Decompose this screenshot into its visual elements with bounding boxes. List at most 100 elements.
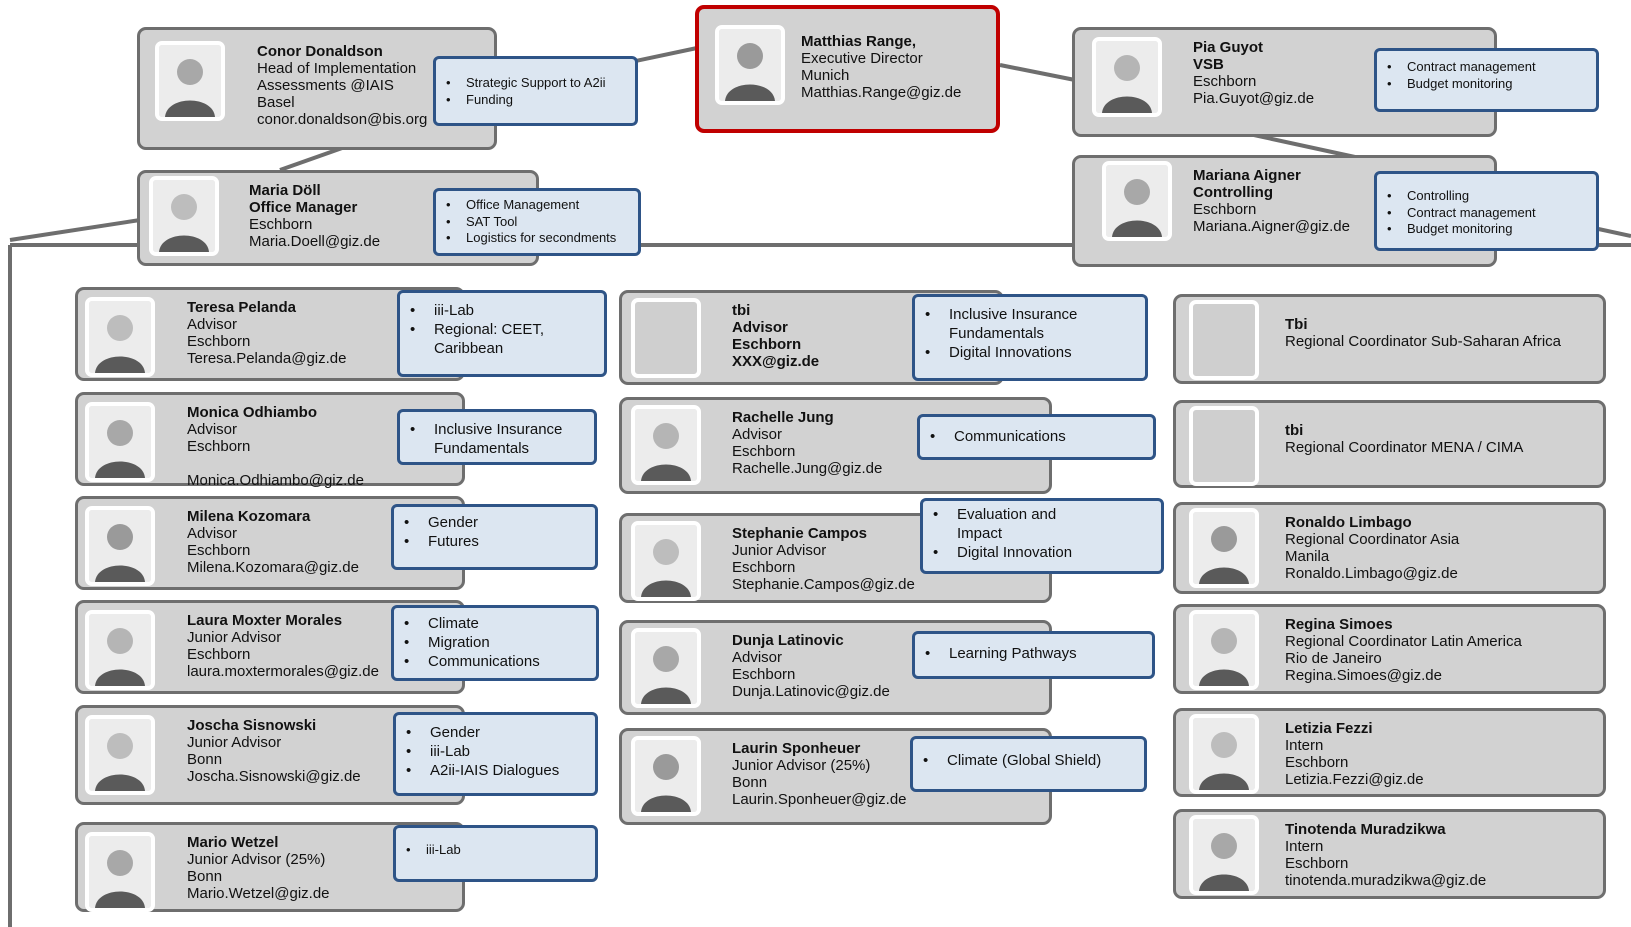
- profile-photo: [85, 506, 155, 586]
- person-detail: Intern: [1285, 838, 1324, 855]
- person-detail: Regional Coordinator Asia: [1285, 531, 1460, 548]
- person-name: Monica Odhiambo: [187, 404, 318, 421]
- person-detail: Regional Coordinator MENA / CIMA: [1285, 439, 1524, 456]
- person-name: Letizia Fezzi: [1285, 720, 1373, 737]
- profile-photo: [631, 521, 701, 601]
- person-name: Laurin Sponheuer: [732, 740, 861, 757]
- person-name: Regina Simoes: [1285, 616, 1393, 633]
- person-detail: Advisor: [732, 649, 783, 666]
- person-name: tbi: [1285, 422, 1304, 439]
- person-name: Tinotenda Muradzikwa: [1285, 821, 1446, 838]
- profile-photo: [1102, 161, 1172, 241]
- responsibilities-box: Evaluation and ImpactDigital Innovation: [920, 498, 1164, 574]
- responsibilities-box: ClimateMigrationCommunications: [391, 605, 599, 681]
- profile-photo: [1189, 610, 1259, 690]
- person-detail: Advisor: [732, 426, 783, 443]
- responsibilities-box: ControllingContract managementBudget mon…: [1374, 171, 1599, 251]
- responsibilities-box: Office ManagementSAT ToolLogistics for s…: [433, 188, 641, 256]
- photo-placeholder: [631, 298, 701, 378]
- person-name: Dunja Latinovic: [732, 632, 844, 649]
- responsibilities-list: Inclusive Insurance FundamentalsDigital …: [915, 305, 1145, 362]
- responsibilities-box: Contract managementBudget monitoring: [1374, 48, 1599, 112]
- responsibilities-list: Evaluation and ImpactDigital Innovation: [923, 505, 1161, 562]
- person-role: XXX@giz.de: [732, 353, 820, 370]
- responsibility-item: A2ii-IAIS Dialogues: [396, 761, 595, 780]
- person-detail: Eschborn: [187, 542, 251, 559]
- responsibility-item: Controlling: [1377, 188, 1596, 205]
- person-role: Advisor: [732, 319, 788, 336]
- person-name: Tbi: [1285, 316, 1308, 333]
- person-detail: Manila: [1285, 548, 1330, 565]
- person-detail: Regional Coordinator Latin America: [1285, 633, 1522, 650]
- person-detail: Regina.Simoes@giz.de: [1285, 667, 1442, 684]
- person-name: Pia Guyot: [1193, 39, 1264, 56]
- person-detail: Pia.Guyot@giz.de: [1193, 90, 1315, 107]
- responsibilities-box: Climate (Global Shield): [910, 736, 1147, 792]
- person-detail: laura.moxtermorales@giz.de: [187, 663, 379, 680]
- responsibilities-list: Inclusive Insurance Fundamentals: [400, 420, 594, 458]
- responsibility-item: Contract management: [1377, 59, 1596, 76]
- person-role: Eschborn: [732, 336, 802, 353]
- person-detail: Eschborn: [249, 216, 313, 233]
- person-detail: Advisor: [187, 316, 238, 333]
- responsibilities-box: Learning Pathways: [912, 631, 1155, 679]
- person-role: Office Manager: [249, 199, 358, 216]
- person-name: Maria Döll: [249, 182, 321, 199]
- person-name: Teresa Pelanda: [187, 299, 296, 316]
- responsibility-item: Budget monitoring: [1377, 221, 1596, 238]
- profile-photo: [149, 176, 219, 256]
- responsibility-item: Migration: [394, 633, 596, 652]
- person-detail: Maria.Doell@giz.de: [249, 233, 381, 250]
- photo-placeholder: [1189, 300, 1259, 380]
- person-detail: Rachelle.Jung@giz.de: [732, 460, 883, 477]
- profile-photo: [1189, 815, 1259, 895]
- responsibility-item: Digital Innovations: [915, 343, 1145, 362]
- person-detail: Teresa.Pelanda@giz.de: [187, 350, 347, 367]
- responsibilities-list: ControllingContract managementBudget mon…: [1377, 188, 1596, 238]
- responsibility-item: Regional: CEET, Caribbean: [400, 320, 604, 358]
- person-detail: Assessments @IAIS: [257, 77, 394, 94]
- responsibilities-list: Communications: [920, 427, 1153, 446]
- person-detail: Eschborn: [1193, 201, 1257, 218]
- profile-photo: [631, 628, 701, 708]
- profile-photo: [85, 297, 155, 377]
- responsibilities-list: ClimateMigrationCommunications: [394, 614, 596, 671]
- responsibility-item: SAT Tool: [436, 214, 638, 231]
- profile-photo: [85, 610, 155, 690]
- person-detail: Advisor: [187, 421, 238, 438]
- responsibility-item: Strategic Support to A2ii: [436, 75, 635, 92]
- photo-placeholder: [1189, 406, 1259, 486]
- responsibilities-box: Communications: [917, 414, 1156, 460]
- responsibility-item: Inclusive Insurance Fundamentals: [915, 305, 1145, 343]
- responsibility-item: iii-Lab: [396, 842, 595, 859]
- person-detail: Intern: [1285, 737, 1324, 754]
- person-detail: Eschborn: [1193, 73, 1257, 90]
- responsibility-item: Communications: [394, 652, 596, 671]
- person-name: Mariana Aigner: [1193, 167, 1301, 184]
- profile-photo: [715, 25, 785, 105]
- responsibility-item: Inclusive Insurance Fundamentals: [400, 420, 594, 458]
- responsibilities-box: Genderiii-LabA2ii-IAIS Dialogues: [393, 712, 598, 796]
- person-detail: tinotenda.muradzikwa@giz.de: [1285, 872, 1487, 889]
- person-detail: Munich: [801, 67, 850, 84]
- person-name: tbi: [732, 302, 751, 319]
- profile-photo: [85, 402, 155, 482]
- responsibility-item: Gender: [394, 513, 595, 532]
- person-detail: Junior Advisor (25%): [732, 757, 871, 774]
- responsibility-item: Digital Innovation: [923, 543, 1161, 562]
- responsibilities-list: Office ManagementSAT ToolLogistics for s…: [436, 197, 638, 247]
- profile-photo: [155, 41, 225, 121]
- person-detail: Ronaldo.Limbago@giz.de: [1285, 565, 1458, 582]
